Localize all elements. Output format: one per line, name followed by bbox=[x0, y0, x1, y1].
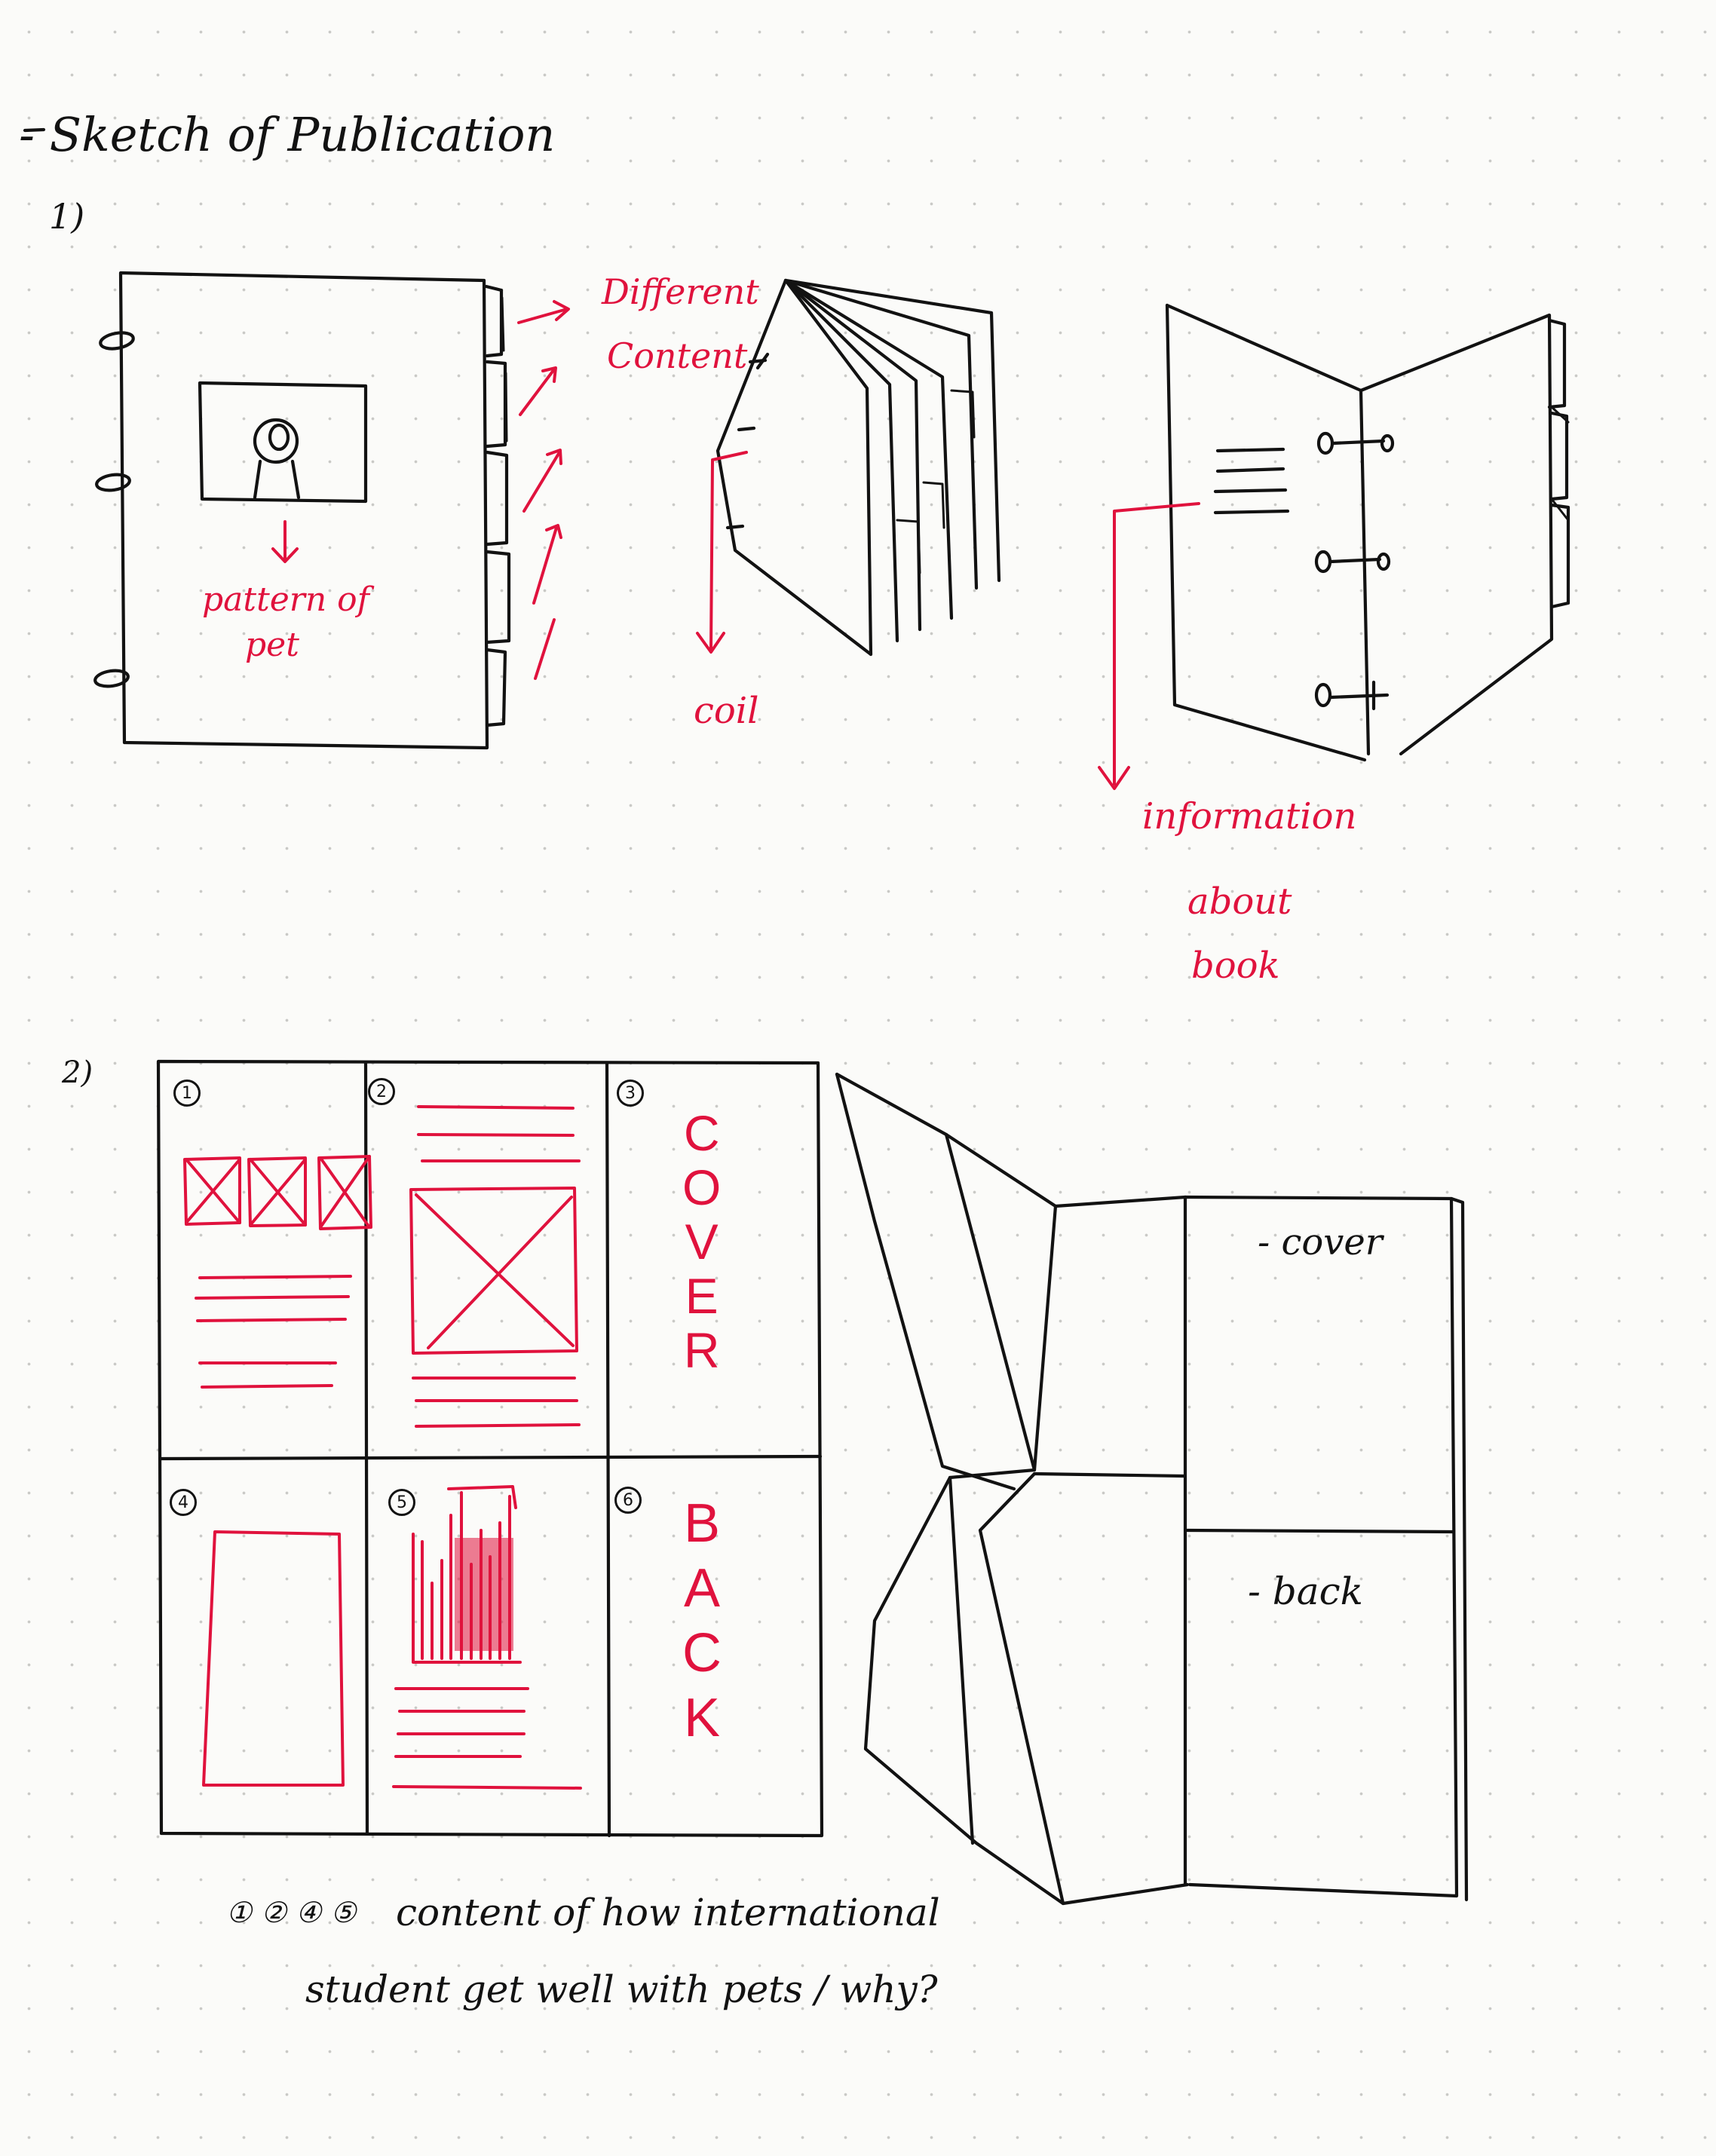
fold-cover-label: - cover bbox=[1258, 1221, 1383, 1263]
note-line-1: content of how international bbox=[396, 1891, 940, 1934]
cover-letter: E bbox=[685, 1268, 719, 1324]
tabs-label-line2: Content bbox=[607, 335, 748, 376]
pattern-label-line2: pet bbox=[245, 626, 299, 664]
pattern-label-line1: pattern of bbox=[202, 580, 369, 619]
cover-letter: O bbox=[682, 1159, 722, 1215]
info-label-line2: about bbox=[1187, 880, 1292, 923]
back-letter: C bbox=[682, 1623, 722, 1683]
back-letter: B bbox=[683, 1493, 721, 1554]
panel-1-layout bbox=[183, 1155, 372, 1389]
cover-letter: V bbox=[685, 1214, 719, 1269]
panel-grid bbox=[156, 1059, 824, 1838]
binder-cover-drawing bbox=[93, 271, 511, 750]
coil-arrow bbox=[696, 451, 748, 654]
info-label-line3: book bbox=[1191, 945, 1280, 987]
info-label-line1: information bbox=[1142, 795, 1357, 838]
panel-1-number: 1 bbox=[173, 1080, 201, 1107]
panel-6-number: 6 bbox=[614, 1487, 642, 1514]
back-letter: K bbox=[683, 1688, 721, 1748]
page-title: - Sketch of Publication bbox=[19, 107, 556, 162]
pattern-arrow bbox=[271, 520, 299, 563]
section-1-number: 1) bbox=[49, 196, 85, 237]
panel-5-number: 5 bbox=[388, 1489, 415, 1516]
info-arrow bbox=[1098, 502, 1200, 790]
folded-leaflet-drawing bbox=[835, 1072, 1469, 1906]
note-numbers: ① ② ④ ⑤ bbox=[226, 1896, 357, 1929]
panel-3-number: 3 bbox=[617, 1080, 644, 1107]
panel-2-layout bbox=[409, 1105, 581, 1428]
panel-4-number: 4 bbox=[170, 1489, 197, 1516]
panel-2-number: 2 bbox=[368, 1078, 395, 1105]
coil-label: coil bbox=[694, 690, 759, 732]
panel-5-layout bbox=[392, 1485, 582, 1790]
cover-letter: R bbox=[683, 1322, 720, 1378]
tabs-label-line1: Different bbox=[602, 271, 759, 312]
tab-arrows bbox=[517, 300, 570, 680]
open-book-drawing bbox=[1165, 303, 1570, 762]
panel-4-layout bbox=[202, 1530, 345, 1787]
back-letter: A bbox=[683, 1558, 721, 1619]
fold-back-label: - back bbox=[1248, 1570, 1363, 1613]
cover-letter: C bbox=[683, 1105, 720, 1161]
note-line-2: student get well with pets / why? bbox=[305, 1968, 938, 2011]
section-2-number: 2) bbox=[62, 1055, 93, 1090]
coil-book-drawing bbox=[716, 278, 1001, 657]
